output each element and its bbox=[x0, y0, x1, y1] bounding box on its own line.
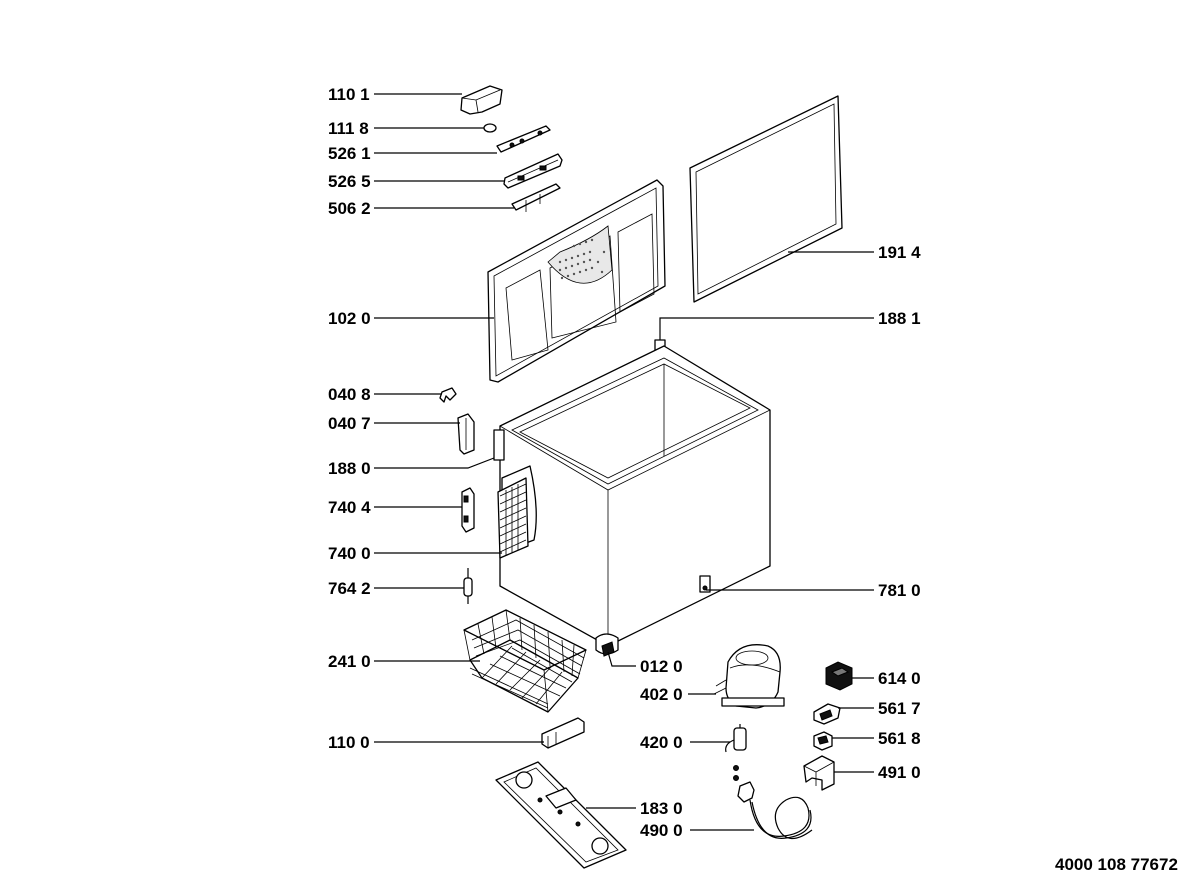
label-526-1: 526 1 bbox=[328, 144, 371, 163]
document-code: 4000 108 77672 bbox=[1055, 855, 1178, 874]
relay-cover-part bbox=[803, 755, 835, 791]
label-740-4: 740 4 bbox=[328, 498, 371, 517]
label-102-0: 102 0 bbox=[328, 309, 371, 328]
label-506-2: 506 2 bbox=[328, 199, 371, 218]
label-526-5: 526 5 bbox=[328, 172, 371, 191]
light-bracket-part bbox=[511, 183, 561, 212]
label-740-0: 740 0 bbox=[328, 544, 371, 563]
cabinet-part bbox=[493, 345, 771, 657]
label-183-0: 183 0 bbox=[640, 799, 683, 818]
label-191-4: 191 4 bbox=[878, 243, 921, 262]
wire-basket-part bbox=[463, 609, 587, 713]
clamp-part bbox=[813, 731, 833, 751]
control-panel-part bbox=[496, 125, 551, 153]
label-188-0: 188 0 bbox=[328, 459, 371, 478]
label-012-0: 012 0 bbox=[640, 657, 683, 676]
filter-dryer-part bbox=[463, 568, 473, 604]
label-491-0: 491 0 bbox=[878, 763, 921, 782]
label-781-0: 781 0 bbox=[878, 581, 921, 600]
overload-protector-part bbox=[813, 703, 841, 725]
label-490-0: 490 0 bbox=[640, 821, 683, 840]
label-040-7: 040 7 bbox=[328, 414, 371, 433]
lid-gasket-part bbox=[689, 95, 843, 303]
relay-part bbox=[825, 661, 853, 691]
label-561-8: 561 8 bbox=[878, 729, 921, 748]
hinge-part bbox=[457, 413, 475, 455]
label-188-1: 188 1 bbox=[878, 309, 921, 328]
part-labels: 110 1 111 8 526 1 526 5 506 2 102 0 040 … bbox=[328, 85, 1178, 874]
label-561-7: 561 7 bbox=[878, 699, 921, 718]
compressor-mount-plate-part bbox=[495, 761, 627, 869]
label-111-8: 111 8 bbox=[328, 119, 369, 138]
condenser-bracket-part bbox=[461, 487, 475, 533]
label-402-0: 402 0 bbox=[640, 685, 683, 704]
label-110-0: 110 0 bbox=[328, 733, 370, 752]
label-420-0: 420 0 bbox=[640, 733, 683, 752]
plug-button-part bbox=[483, 123, 497, 133]
label-764-2: 764 2 bbox=[328, 579, 371, 598]
label-241-0: 241 0 bbox=[328, 652, 371, 671]
capacitor-part bbox=[725, 724, 747, 753]
label-040-8: 040 8 bbox=[328, 385, 371, 404]
handle-cover-part bbox=[460, 85, 503, 115]
label-614-0: 614 0 bbox=[878, 669, 921, 688]
control-panel-cover-part bbox=[503, 153, 563, 189]
compressor-part bbox=[713, 644, 785, 709]
lid-part bbox=[487, 179, 666, 383]
label-110-1: 110 1 bbox=[328, 85, 370, 104]
leader-lines bbox=[374, 93, 874, 831]
hinge-clip-part bbox=[439, 387, 457, 403]
power-cord-part bbox=[733, 765, 813, 840]
handle-part bbox=[541, 717, 585, 749]
condenser-part bbox=[497, 477, 529, 559]
